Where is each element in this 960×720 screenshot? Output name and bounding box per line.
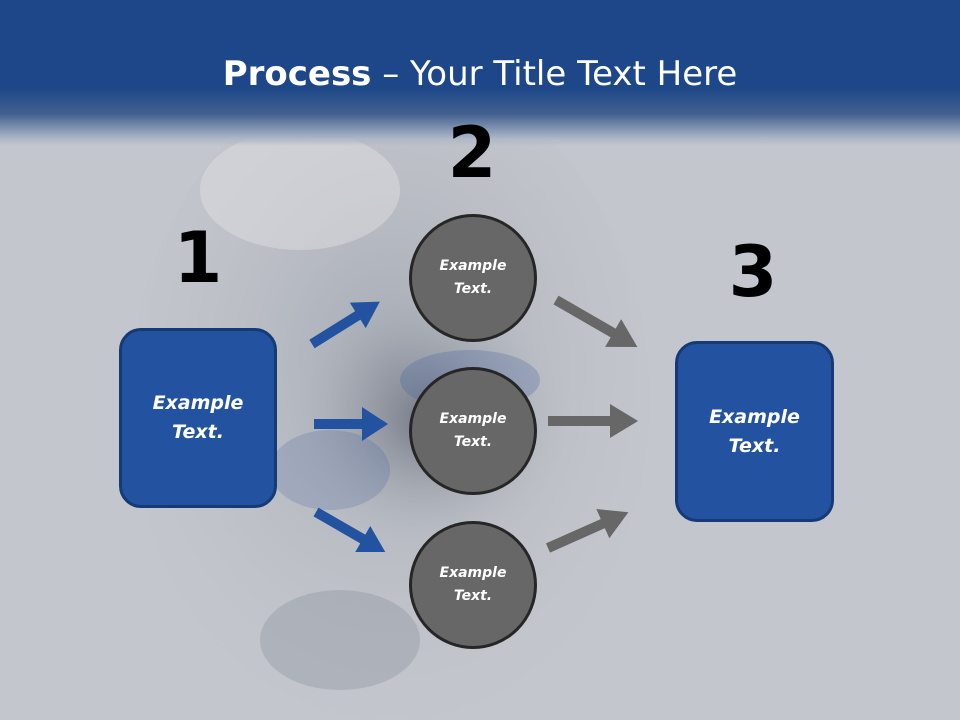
circle-middle: Example Text. xyxy=(409,367,537,495)
slide-title: Process – Your Title Text Here xyxy=(0,52,960,96)
step-number-1: 1 xyxy=(173,217,223,299)
circle-bottom: Example Text. xyxy=(409,521,537,649)
right-box: Example Text. xyxy=(675,341,834,522)
step-number-2: 2 xyxy=(447,112,497,194)
left-box: Example Text. xyxy=(119,328,277,508)
title-band xyxy=(0,0,960,146)
title-bold: Process xyxy=(222,54,372,94)
step-number-3: 3 xyxy=(728,231,778,313)
title-rest: – Your Title Text Here xyxy=(371,54,738,94)
circle-top: Example Text. xyxy=(409,214,537,342)
